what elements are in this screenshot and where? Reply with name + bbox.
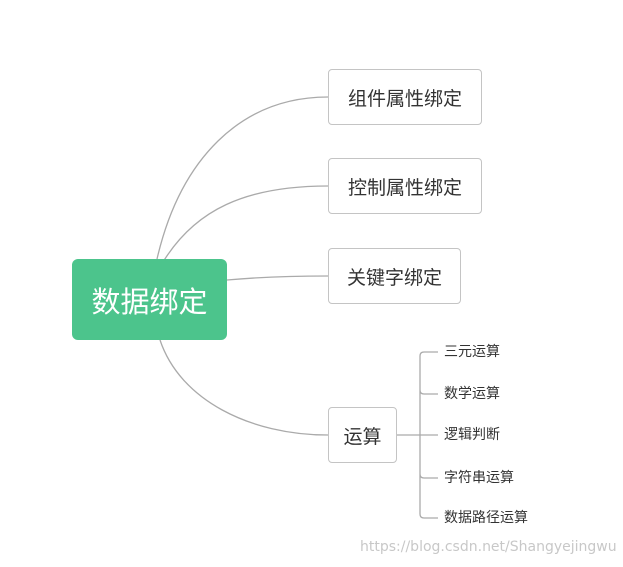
connector-root-to-branch-3	[226, 275, 329, 281]
watermark-text: https://blog.csdn.net/Shangyejingwu	[360, 539, 617, 555]
root-label: 数据绑定	[91, 284, 208, 319]
branch-node-1[interactable]: 组件属性绑定	[328, 69, 482, 125]
branch-node-2[interactable]: 控制属性绑定	[328, 158, 482, 214]
sub-item-4[interactable]: 字符串运算	[444, 470, 514, 486]
root-node[interactable]: 数据绑定	[72, 259, 227, 340]
connector-branch-4-to-subitems	[397, 351, 438, 519]
connector-root-to-branch-4	[159, 339, 329, 436]
branch-label: 关键字绑定	[346, 266, 442, 289]
connector-root-to-branch-1	[156, 96, 329, 260]
branch-label: 控制属性绑定	[347, 176, 462, 199]
sub-item-1[interactable]: 三元运算	[444, 344, 500, 360]
sub-item-3[interactable]: 逻辑判断	[444, 427, 500, 443]
branch-node-3[interactable]: 关键字绑定	[328, 248, 461, 304]
branch-node-4[interactable]: 运算	[328, 407, 397, 463]
connector-root-to-branch-2	[162, 185, 329, 263]
branch-label: 运算	[343, 425, 382, 448]
sub-item-5[interactable]: 数据路径运算	[444, 510, 528, 526]
sub-item-2[interactable]: 数学运算	[444, 386, 500, 402]
branch-label: 组件属性绑定	[347, 87, 462, 110]
